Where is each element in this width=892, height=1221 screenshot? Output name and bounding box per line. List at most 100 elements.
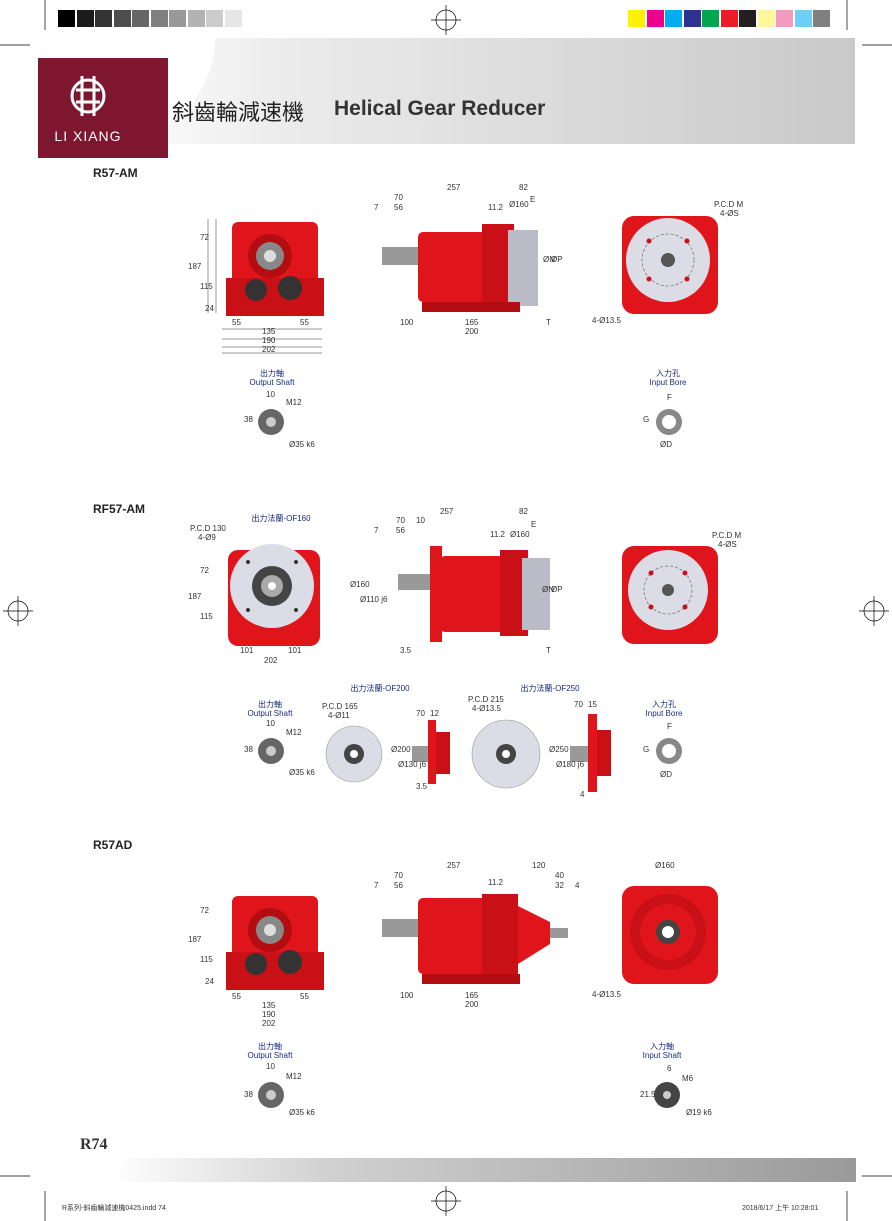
dim-label: 11.2 [488, 203, 503, 212]
dim-label: ØN [542, 585, 554, 594]
r57am-front-view [226, 222, 324, 316]
dim-label: 15 [588, 700, 597, 709]
dim-label: E [531, 520, 537, 529]
header-band [105, 38, 855, 144]
r57ad-side-view [382, 894, 568, 984]
dim-label: T [546, 646, 551, 655]
dim-label: 4-Ø13.5 [472, 704, 501, 713]
of250-flange-front-icon [471, 719, 541, 789]
r57am-side-view [382, 224, 538, 312]
rf57am-rear-view [622, 546, 718, 644]
dim-label: 101 [288, 646, 302, 655]
dim-label: ØP [551, 585, 563, 594]
color-swatch [739, 10, 756, 27]
input-bore-label-cn: 入力孔 [652, 700, 676, 709]
r57ad-output-shaft-icon [258, 1082, 284, 1108]
dim-label: Ø160 [509, 200, 529, 209]
dim-label: 82 [519, 183, 528, 192]
dim-label: 72 [200, 906, 209, 915]
color-swatch [76, 10, 94, 27]
dim-label: 4-Ø11 [328, 711, 350, 720]
dim-label: ØD [660, 770, 672, 779]
dim-label: 55 [232, 992, 241, 1001]
of250-flange-side-icon [570, 714, 611, 792]
dim-label: Ø110 j6 [360, 595, 388, 604]
brand-logo: LI XIANG [38, 58, 168, 158]
r57am-input-bore-icon [656, 409, 682, 435]
dim-label: 4-Ø13.5 [592, 316, 621, 325]
dim-label: 72 [200, 566, 209, 575]
color-swatch [702, 10, 719, 27]
color-swatch [813, 10, 830, 27]
dim-label: 56 [394, 203, 403, 212]
output-shaft-label-cn: 出力軸 [258, 1042, 282, 1051]
dim-label: 32 [555, 881, 564, 890]
dim-label: 12 [430, 709, 439, 718]
color-swatch [150, 10, 168, 27]
rf57am-output-shaft-icon [258, 738, 284, 764]
color-swatch [776, 10, 793, 27]
dim-label: 165 [465, 991, 479, 1000]
dim-label: 257 [440, 507, 454, 516]
dim-label: 257 [447, 861, 461, 870]
dim-label: 4-Ø9 [198, 533, 216, 542]
dim-label: 56 [394, 881, 403, 890]
dim-label: 7 [374, 526, 379, 535]
dim-label: 11.2 [488, 878, 503, 887]
dim-label: 70 [574, 700, 583, 709]
flange-title-of250: 出力法蘭-OF250 [520, 684, 580, 693]
dim-label: Ø35 k6 [289, 768, 315, 777]
dim-label: 38 [244, 745, 253, 754]
section-label-rf57-am: RF57-AM [93, 502, 146, 516]
of200-flange-front-icon [325, 725, 383, 783]
dim-label: Ø35 k6 [289, 440, 315, 449]
rf57am-side-view [398, 546, 550, 642]
r57ad-front-view [226, 896, 324, 990]
flange-title-of200: 出力法蘭-OF200 [350, 684, 410, 693]
dim-label: F [667, 722, 672, 731]
color-swatch [206, 10, 223, 27]
dim-label: 55 [232, 318, 241, 327]
dim-label: G [643, 415, 650, 424]
color-swatch [224, 10, 242, 27]
dim-label: ØN [543, 255, 555, 264]
dim-label: 4-ØS [718, 540, 737, 549]
section-label-r57-am: R57-AM [93, 166, 138, 180]
dim-label: P.C.D M [712, 531, 742, 540]
dim-label: 55 [300, 318, 309, 327]
dim-label: Ø160 [350, 580, 370, 589]
dim-label: 115 [200, 612, 213, 621]
dim-label: 3.5 [400, 646, 412, 655]
rf57am-front-view [228, 544, 320, 646]
dim-label: 190 [262, 336, 276, 345]
color-swatch [243, 10, 260, 27]
dim-label: 21.5 [640, 1090, 656, 1099]
flange-title-of160: 出力法蘭-OF160 [251, 514, 311, 523]
r57ad-rear-view [622, 886, 718, 984]
color-swatch [187, 10, 205, 27]
dim-label: Ø250 [549, 745, 569, 754]
r57ad-input-shaft-icon [654, 1082, 680, 1108]
dim-label: 6 [667, 1064, 672, 1073]
input-shaft-label-en: Input Shaft [642, 1051, 682, 1060]
dim-label: 40 [555, 871, 564, 880]
r57am-front-dimension-lines [207, 219, 322, 354]
dim-label: 187 [188, 262, 202, 271]
dim-label: 11.2 [490, 530, 505, 539]
page-title-en: Helical Gear Reducer [334, 97, 546, 120]
color-swatch [58, 10, 75, 27]
dim-label: 165 [465, 318, 479, 327]
input-bore-label-cn: 入力孔 [656, 369, 680, 378]
dim-label: 115 [200, 955, 213, 964]
timestamp-slug: 2018/6/17 上午 10:28:01 [742, 1205, 819, 1212]
dim-label: 38 [244, 1090, 253, 1099]
dim-label: 202 [262, 345, 276, 354]
brand-name: LI XIANG [54, 128, 122, 144]
dim-label: Ø200 [391, 745, 411, 754]
color-swatch [113, 10, 131, 27]
dim-label: 70 [396, 516, 405, 525]
dim-label: 4 [575, 881, 580, 890]
dim-label: 100 [400, 991, 414, 1000]
page-number: R74 [80, 1136, 108, 1153]
dim-label: 7 [374, 203, 379, 212]
